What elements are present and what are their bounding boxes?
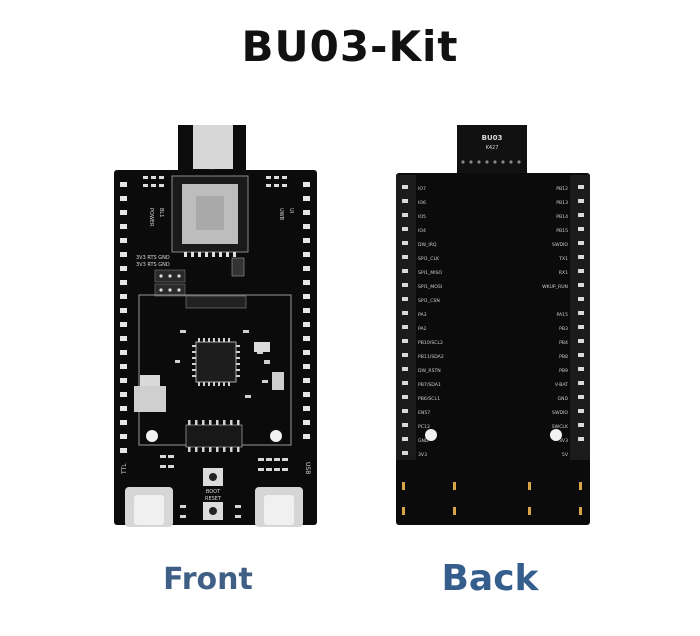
pin-label: PB3 (559, 326, 568, 332)
front-silk-uwb: UWB (278, 208, 284, 221)
pin-label: WKUP_RUN (542, 284, 568, 290)
back-antenna (457, 125, 527, 175)
pin-label: PB15 (556, 228, 568, 234)
back-mount-hole-right (550, 429, 562, 441)
pin-label: IO7 (418, 186, 426, 192)
back-gold-pads (402, 482, 582, 515)
pin-label: SPI1_MISO (418, 270, 442, 276)
pin-label: 5V (562, 452, 569, 458)
front-board: UWB45 POWER BL1 UWB UI 3V3 RTS GND 3V3 (114, 125, 317, 527)
pin-label: PA2 (418, 326, 427, 332)
pin-label: PB14 (556, 214, 568, 220)
front-right-header (303, 182, 310, 439)
pin-label: GND (557, 396, 568, 402)
back-board: BU03 K427 IO7 IO6 IO5 IO4 DW_IRQ SPI1_CL… (396, 125, 590, 525)
pin-label: IO5 (418, 214, 426, 220)
front-silk-boot: BOOT (206, 489, 221, 495)
front-silk-usb: USB (304, 462, 311, 474)
front-silk-row1: 3V3 RTS GND (136, 255, 170, 261)
pin-label: PB7/SDA1 (418, 382, 441, 388)
front-silk-power: POWER (148, 208, 154, 227)
front-silk-ttl: TTL (121, 463, 128, 475)
pin-label: RX1 (559, 270, 568, 276)
back-right-header (570, 175, 590, 460)
pin-label: GND (418, 438, 429, 444)
pin-label: IO4 (418, 228, 426, 234)
pin-label: PB6/SCL1 (418, 396, 440, 402)
pin-label: IO6 (418, 200, 426, 206)
back-left-header (396, 175, 416, 460)
pin-label: SPI1_CSN (418, 298, 440, 304)
pin-label: 3V3 (559, 438, 568, 444)
pin-label: DW_RSTN (418, 368, 441, 374)
back-right-pin-labels: PB12 PB13 PB14 PB15 SWDIO TX1 RX1 WKUP_R… (542, 186, 569, 458)
front-left-header (120, 182, 127, 453)
pin-label: V-BAT (555, 382, 568, 388)
pin-label: SWDIO (552, 410, 568, 416)
pin-label: PB13 (556, 200, 568, 206)
pin-label: PC13 (418, 424, 430, 430)
back-antenna-title: BU03 (482, 134, 503, 142)
front-silk-row2: 3V3 RTS GND (136, 262, 170, 268)
pin-label: EN57 (418, 410, 430, 416)
back-antenna-sub: K427 (486, 145, 499, 151)
front-silk-bl1: BL1 (158, 208, 164, 217)
pin-label: PB8 (559, 354, 568, 360)
pin-label: SWCLK (552, 424, 569, 430)
back-pcb (396, 173, 590, 525)
front-caption: Front (163, 562, 253, 597)
back-left-pin-labels: IO7 IO6 IO5 IO4 DW_IRQ SPI1_CLK SPI1_MIS… (418, 186, 444, 458)
pin-label: PB11/SDA2 (418, 354, 444, 360)
front-mcu-chip (195, 341, 237, 383)
back-mount-hole-left (425, 429, 437, 441)
pin-label: PB4 (559, 340, 568, 346)
pin-label: PB9 (559, 368, 568, 374)
pin-label: PA3 (418, 312, 427, 318)
pin-label: DW_IRQ (418, 242, 437, 248)
front-antenna-label: UWB45 (208, 151, 215, 173)
page-title: BU03-Kit (241, 22, 459, 71)
front-mount-hole-right (270, 430, 282, 442)
pin-label: TX1 (558, 256, 568, 262)
pin-label: PB12 (556, 186, 568, 192)
front-usb-serial-chip (185, 424, 243, 448)
pin-label: SWDIO (552, 242, 568, 248)
back-caption: Back (441, 558, 539, 599)
pin-label: PA15 (557, 312, 569, 318)
pin-label: PB10/SCL2 (418, 340, 443, 346)
front-regulator (134, 386, 166, 412)
pin-label: SPI1_CLK (418, 256, 440, 262)
pin-label: SPI1_MOSI (418, 284, 442, 290)
pin-label: 3V3 (418, 452, 427, 458)
front-silk-reset: RESET (205, 496, 222, 502)
front-silk-ui: UI (288, 208, 294, 213)
front-mount-hole-left (146, 430, 158, 442)
